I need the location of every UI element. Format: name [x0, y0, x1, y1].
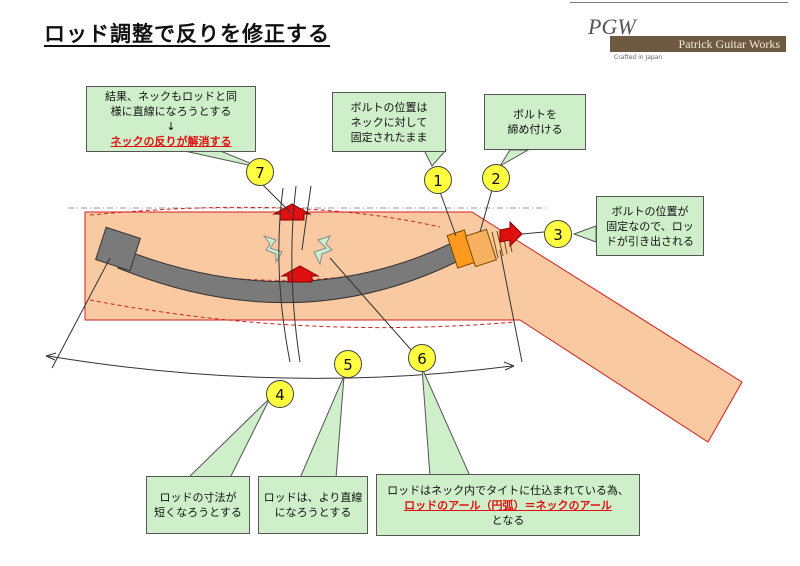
arc-arrow-right [503, 361, 515, 371]
leader-lines [51, 183, 545, 369]
callout-5: ロッドは、より直線 になろうとする [258, 476, 368, 534]
marker-7: 7 [246, 158, 274, 186]
logo-name: Patrick Guitar Works [610, 36, 786, 52]
tail-5 [299, 375, 345, 479]
tail-1 [423, 149, 448, 167]
callout-4-line1: ロッドの寸法が [159, 491, 237, 504]
marker-6: 6 [408, 344, 436, 372]
marker-1: 1 [424, 166, 452, 194]
callout-1-line3: 固定されたまま [350, 130, 428, 144]
marker-4: 4 [266, 380, 294, 408]
guide-curve-3 [301, 185, 312, 251]
tension-bolt-left [262, 235, 283, 264]
callout-3-line1: ボルトの位置が [611, 204, 689, 218]
bolt-washer [464, 228, 498, 268]
callout-5-line1: ロッドは、より直線 [263, 491, 363, 504]
callout-1: ボルトの位置は ネックに対して 固定されたまま [332, 92, 446, 152]
callout-6-highlight: ロッドのアール（円弧）＝ネックのアール [404, 498, 612, 512]
guide-curve-2 [291, 185, 301, 363]
tail-4 [186, 397, 271, 479]
tail-3 [572, 225, 597, 243]
logo: PGW Patrick Guitar Works Crafted in Japa… [570, 2, 788, 66]
arc-arrow-left [45, 352, 57, 361]
logo-tagline: Crafted in Japan [614, 54, 663, 61]
rod-anchor [94, 226, 142, 272]
marker-5: 5 [334, 350, 362, 378]
callout-3: ボルトの位置が 固定なので、ロッ ドが引き出される [596, 196, 704, 256]
neck-lower-curve [89, 299, 516, 329]
callout-1-line1: ボルトの位置は [350, 100, 428, 114]
logo-rule [570, 2, 788, 3]
marker-2: 2 [482, 164, 510, 192]
callout-2-line1: ボルトを [513, 108, 557, 121]
page-title: ロッド調整で反りを修正する [44, 22, 330, 46]
tail-6 [421, 367, 471, 477]
logo-monogram: PGW [588, 14, 636, 39]
callout-6: ロッドはネック内でタイトに仕込まれている為、 ロッドのアール（円弧）＝ネックのア… [376, 474, 640, 536]
callout-7-arrow: ↓ [166, 120, 176, 133]
callout-2-line2: 締め付ける [507, 123, 563, 136]
callout-3-line3: ドが引き出される [606, 234, 694, 248]
callout-2: ボルトを 締め付ける [484, 94, 586, 150]
pull-arrow [499, 220, 523, 248]
callout-7: 結果、ネックもロッドと同 様に直線になろうとする ↓ ネックの反りが解消する [86, 86, 256, 152]
callout-5-line2: になろうとする [274, 506, 352, 519]
callout-1-line2: ネックに対して [350, 115, 428, 129]
callout-6-line1: ロッドはネック内でタイトに仕込まれている為、 [387, 483, 629, 497]
callout-7-highlight: ネックの反りが解消する [110, 135, 232, 148]
marker-3: 3 [544, 220, 572, 248]
callout-4-line2: 短くなろうとする [154, 506, 242, 519]
callout-4: ロッドの寸法が 短くなろうとする [146, 476, 250, 534]
tail-2 [499, 149, 530, 167]
callout-7-line1: 結果、ネックもロッドと同 [105, 90, 237, 103]
up-arrow-top [272, 203, 312, 221]
callout-6-line3: となる [491, 513, 525, 527]
callout-7-line2: 様に直線になろうとする [110, 105, 232, 118]
callout-3-line2: 固定なので、ロッ [606, 219, 694, 233]
guide-curve-1 [278, 187, 291, 363]
bolt-guide-line [499, 249, 523, 363]
neck-body [84, 211, 743, 443]
neck-upper-curve [89, 206, 441, 228]
up-arrow-rod [280, 265, 320, 283]
tension-bolt-right [313, 235, 333, 266]
rod-length-arc [47, 355, 513, 379]
